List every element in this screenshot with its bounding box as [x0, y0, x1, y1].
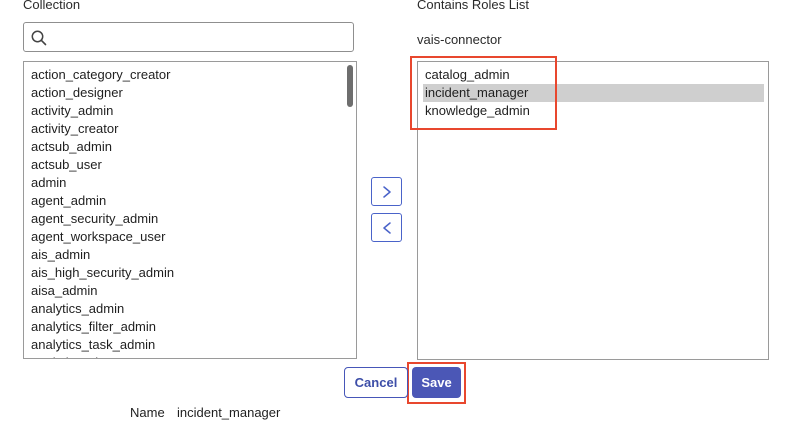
- collection-search[interactable]: [23, 22, 354, 52]
- contains-role-item[interactable]: knowledge_admin: [425, 103, 530, 118]
- collection-list[interactable]: action_category_creator action_designer …: [23, 61, 357, 359]
- search-icon: [31, 30, 47, 46]
- contains-role-item[interactable]: catalog_admin: [425, 67, 510, 82]
- role-subtitle: vais-connector: [417, 32, 502, 47]
- collection-item[interactable]: activity_admin: [31, 103, 114, 118]
- collection-item[interactable]: actsub_admin: [31, 139, 112, 154]
- collection-item[interactable]: analytics_admin: [31, 301, 125, 316]
- collection-item[interactable]: admin: [31, 175, 67, 190]
- highlight-frame-roles: [410, 56, 557, 130]
- collection-item[interactable]: agent_security_admin: [31, 211, 159, 226]
- chevron-right-icon: [383, 186, 391, 198]
- collection-item[interactable]: analytics_viewer: [29, 354, 128, 358]
- highlight-frame-save: [407, 362, 466, 404]
- contains-roles-list[interactable]: catalog_admin incident_manager knowledge…: [417, 61, 769, 360]
- collection-item[interactable]: agent_workspace_user: [31, 229, 166, 244]
- collection-heading: Collection: [23, 0, 81, 12]
- collection-search-input[interactable]: [54, 26, 348, 50]
- collection-item[interactable]: agent_admin: [31, 193, 107, 208]
- collection-item[interactable]: analytics_task_admin: [31, 337, 156, 352]
- cancel-button[interactable]: Cancel: [344, 367, 408, 398]
- collection-item[interactable]: aisa_admin: [31, 283, 98, 298]
- collection-item[interactable]: ais_high_security_admin: [31, 265, 175, 280]
- remove-from-list-button[interactable]: [371, 213, 402, 242]
- collection-scrollbar[interactable]: [347, 65, 353, 107]
- save-button[interactable]: Save: [412, 367, 461, 398]
- collection-item[interactable]: ais_admin: [31, 247, 91, 262]
- contains-role-item-selected[interactable]: incident_manager: [423, 84, 764, 102]
- collection-item[interactable]: activity_creator: [31, 121, 119, 136]
- name-label: Name: [130, 405, 165, 420]
- collection-item[interactable]: actsub_user: [31, 157, 102, 172]
- name-value: incident_manager: [177, 405, 281, 420]
- chevron-left-icon: [383, 222, 391, 234]
- collection-item[interactable]: action_designer: [31, 85, 123, 100]
- contains-roles-heading: Contains Roles List: [417, 0, 529, 12]
- collection-item[interactable]: analytics_filter_admin: [31, 319, 157, 334]
- add-to-list-button[interactable]: [371, 177, 402, 206]
- collection-item[interactable]: action_category_creator: [31, 67, 171, 82]
